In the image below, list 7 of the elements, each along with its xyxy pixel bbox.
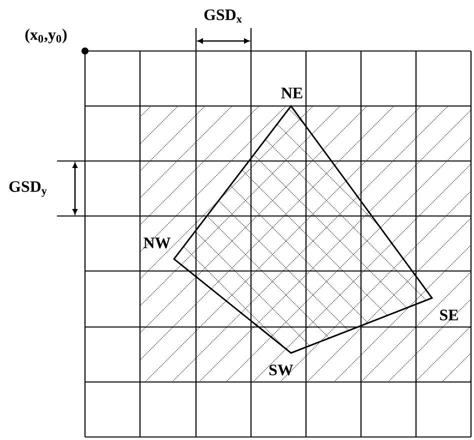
dimension-label: GSD$_{x}$ [204,9,242,23]
corner-label: SW [269,364,294,376]
dimension-label: GSD$_{y}$ [9,181,47,197]
corner-label: NW [144,238,170,248]
origin-label: (x$_{0}$,y$_{0}$) [25,28,67,44]
corner-label: NE [281,88,302,98]
corner-label: SE [440,310,458,320]
